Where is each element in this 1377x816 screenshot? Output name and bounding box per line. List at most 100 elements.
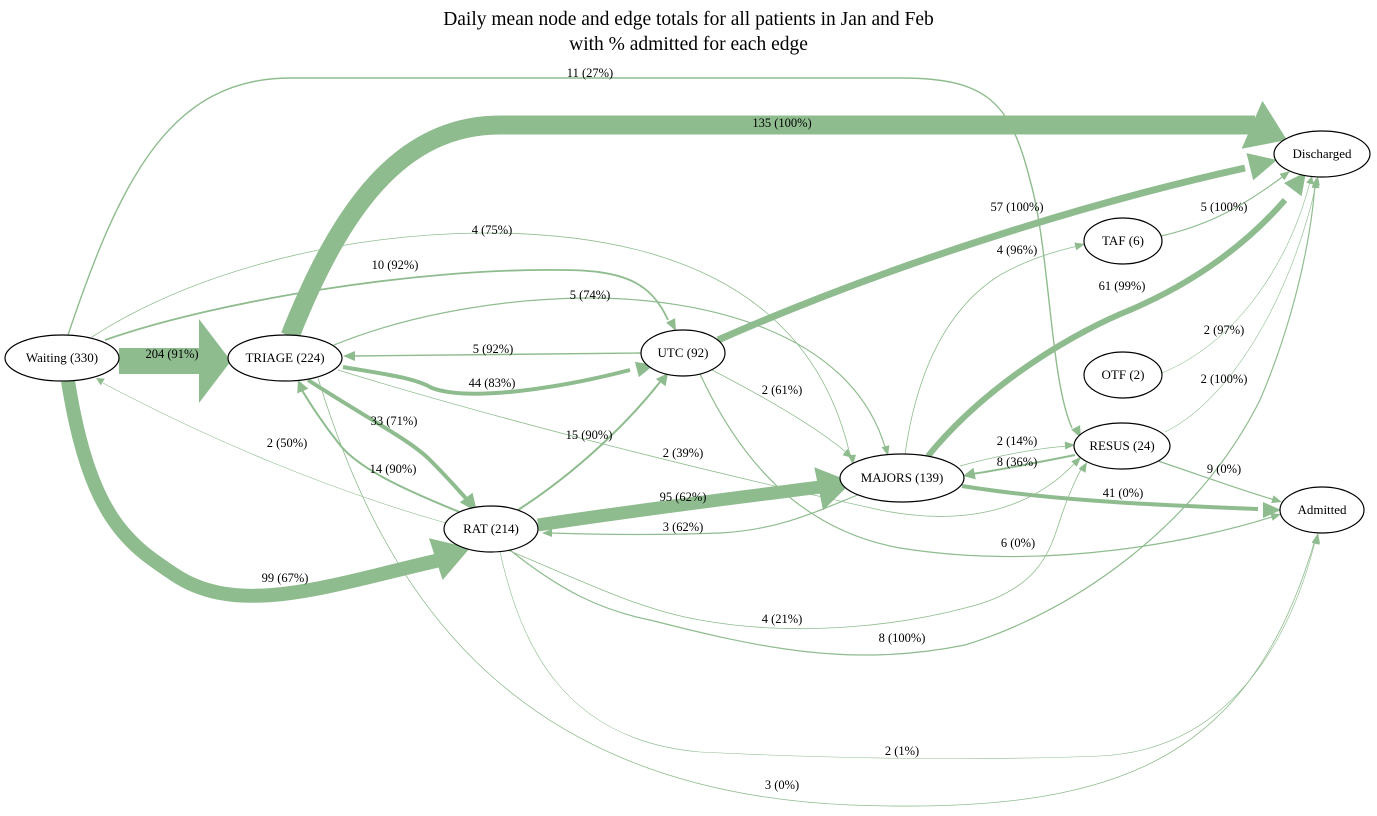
edge-line xyxy=(104,269,669,341)
edge-majors-discharged xyxy=(925,172,1306,458)
arrowhead xyxy=(814,467,852,511)
node-resus: RESUS (24) xyxy=(1073,422,1171,470)
edge-labels-layer: 204 (91%)99 (67%)11 (27%)4 (75%)10 (92%)… xyxy=(145,66,1247,792)
edge-line xyxy=(959,445,1069,467)
node-label-rat: RAT (214) xyxy=(463,521,519,536)
node-shape xyxy=(1083,351,1163,399)
node-waiting: Waiting (330) xyxy=(4,334,120,382)
arrowhead xyxy=(199,319,231,403)
edge-label-utc-triage: 5 (92%) xyxy=(473,342,514,356)
edge-label-rat-resus: 4 (21%) xyxy=(762,612,803,626)
edge-label-waiting-triage: 204 (91%) xyxy=(145,347,198,361)
edge-line xyxy=(67,77,1073,429)
edge-line xyxy=(91,232,851,456)
edge-label-rat-admitted: 2 (1%) xyxy=(885,744,919,758)
edge-line xyxy=(102,382,447,524)
edge-utc-discharged xyxy=(716,153,1277,344)
edge-majors-rat xyxy=(542,493,861,537)
arrowhead xyxy=(881,445,890,456)
node-label-resus: RESUS (24) xyxy=(1089,438,1154,453)
edge-line xyxy=(61,379,442,603)
node-label-admitted: Admitted xyxy=(1297,502,1347,517)
edge-line xyxy=(711,369,848,454)
edge-waiting-rat xyxy=(61,379,470,603)
arrowhead xyxy=(1064,441,1075,450)
edge-label-rat-discharged: 8 (100%) xyxy=(879,631,926,645)
edge-line xyxy=(509,184,1316,656)
edge-utc-majors xyxy=(711,369,853,458)
arrowhead xyxy=(428,538,470,581)
node-shape xyxy=(1083,217,1163,265)
edge-resus-discharged xyxy=(1164,177,1320,433)
arrowhead xyxy=(963,467,976,480)
edge-label-resus-discharged: 2 (100%) xyxy=(1201,372,1248,386)
edge-triage-majors xyxy=(333,297,890,456)
edge-label-triage-rat: 33 (71%) xyxy=(371,414,418,428)
edge-label-resus-majors: 8 (36%) xyxy=(997,455,1038,469)
edge-label-rat-triage: 14 (90%) xyxy=(370,462,417,476)
edge-label-rat-utc: 2 (39%) xyxy=(663,446,704,460)
edge-resus-majors xyxy=(963,454,1076,480)
edge-line xyxy=(333,297,886,448)
edge-label-taf-discharged: 5 (100%) xyxy=(1201,200,1248,214)
node-shape xyxy=(227,334,343,382)
edge-label-waiting-utc: 10 (92%) xyxy=(372,258,419,272)
edge-label-utc-discharged: 57 (100%) xyxy=(990,200,1043,214)
arrowhead xyxy=(848,454,856,465)
arrowhead xyxy=(343,351,355,361)
arrowhead xyxy=(1312,177,1320,186)
node-shape xyxy=(1073,422,1171,470)
arrowhead xyxy=(656,373,668,387)
nodes-layer: Waiting (330)TRIAGE (224)UTC (92)RAT (21… xyxy=(4,130,1371,553)
edge-line xyxy=(537,480,821,532)
node-utc: UTC (92) xyxy=(640,329,726,377)
edge-label-utc-majors: 2 (61%) xyxy=(762,383,803,397)
edge-line xyxy=(1160,174,1286,237)
arrowhead xyxy=(1263,502,1281,518)
node-rat: RAT (214) xyxy=(443,505,539,553)
arrowhead xyxy=(297,380,309,394)
edge-line xyxy=(351,352,642,357)
node-shape xyxy=(839,453,965,503)
edge-majors-taf xyxy=(904,242,1085,455)
node-admitted: Admitted xyxy=(1279,486,1365,534)
edge-line xyxy=(281,115,1255,340)
arrowhead xyxy=(96,378,105,386)
edge-triage-discharged xyxy=(281,100,1287,340)
edge-line xyxy=(1164,184,1317,433)
edge-otf-discharged xyxy=(1161,176,1314,374)
edge-majors-admitted xyxy=(961,484,1281,518)
edge-line xyxy=(306,378,474,507)
node-majors: MAJORS (139) xyxy=(839,453,965,503)
edge-label-triage-discharged: 135 (100%) xyxy=(752,116,811,130)
edge-rat-majors xyxy=(537,467,852,532)
node-label-waiting: Waiting (330) xyxy=(26,350,98,365)
edge-triage-rat xyxy=(306,378,477,512)
node-shape xyxy=(4,334,120,382)
arrowhead xyxy=(1311,534,1320,545)
node-label-discharged: Discharged xyxy=(1293,146,1352,161)
arrowhead xyxy=(1279,171,1290,181)
arrowhead xyxy=(1078,462,1087,473)
edge-waiting-majors xyxy=(91,232,856,465)
edge-rat-triage xyxy=(297,380,463,514)
diagram-title-line-2: with % admitted for each edge xyxy=(569,34,808,55)
node-label-otf: OTF (2) xyxy=(1102,367,1145,382)
arrowhead xyxy=(1284,172,1306,197)
edge-line xyxy=(1161,181,1311,374)
edge-label-otf-discharged: 2 (97%) xyxy=(1204,323,1245,337)
diagram-title-line-1: Daily mean node and edge totals for all … xyxy=(443,9,934,30)
edge-label-rat-waiting: 2 (50%) xyxy=(267,436,308,450)
arrowhead xyxy=(1074,242,1085,251)
edge-utc-admitted xyxy=(699,373,1281,558)
edge-resus-admitted xyxy=(1157,460,1282,504)
node-discharged: Discharged xyxy=(1273,130,1371,178)
node-shape xyxy=(640,329,726,377)
edge-line xyxy=(299,386,463,514)
arrowhead xyxy=(542,529,552,537)
edge-line xyxy=(716,164,1246,344)
edge-label-utc-admitted: 6 (0%) xyxy=(1001,536,1035,550)
edge-line xyxy=(699,373,1276,558)
node-shape xyxy=(443,505,539,553)
edge-label-majors-discharged: 61 (99%) xyxy=(1099,279,1146,293)
